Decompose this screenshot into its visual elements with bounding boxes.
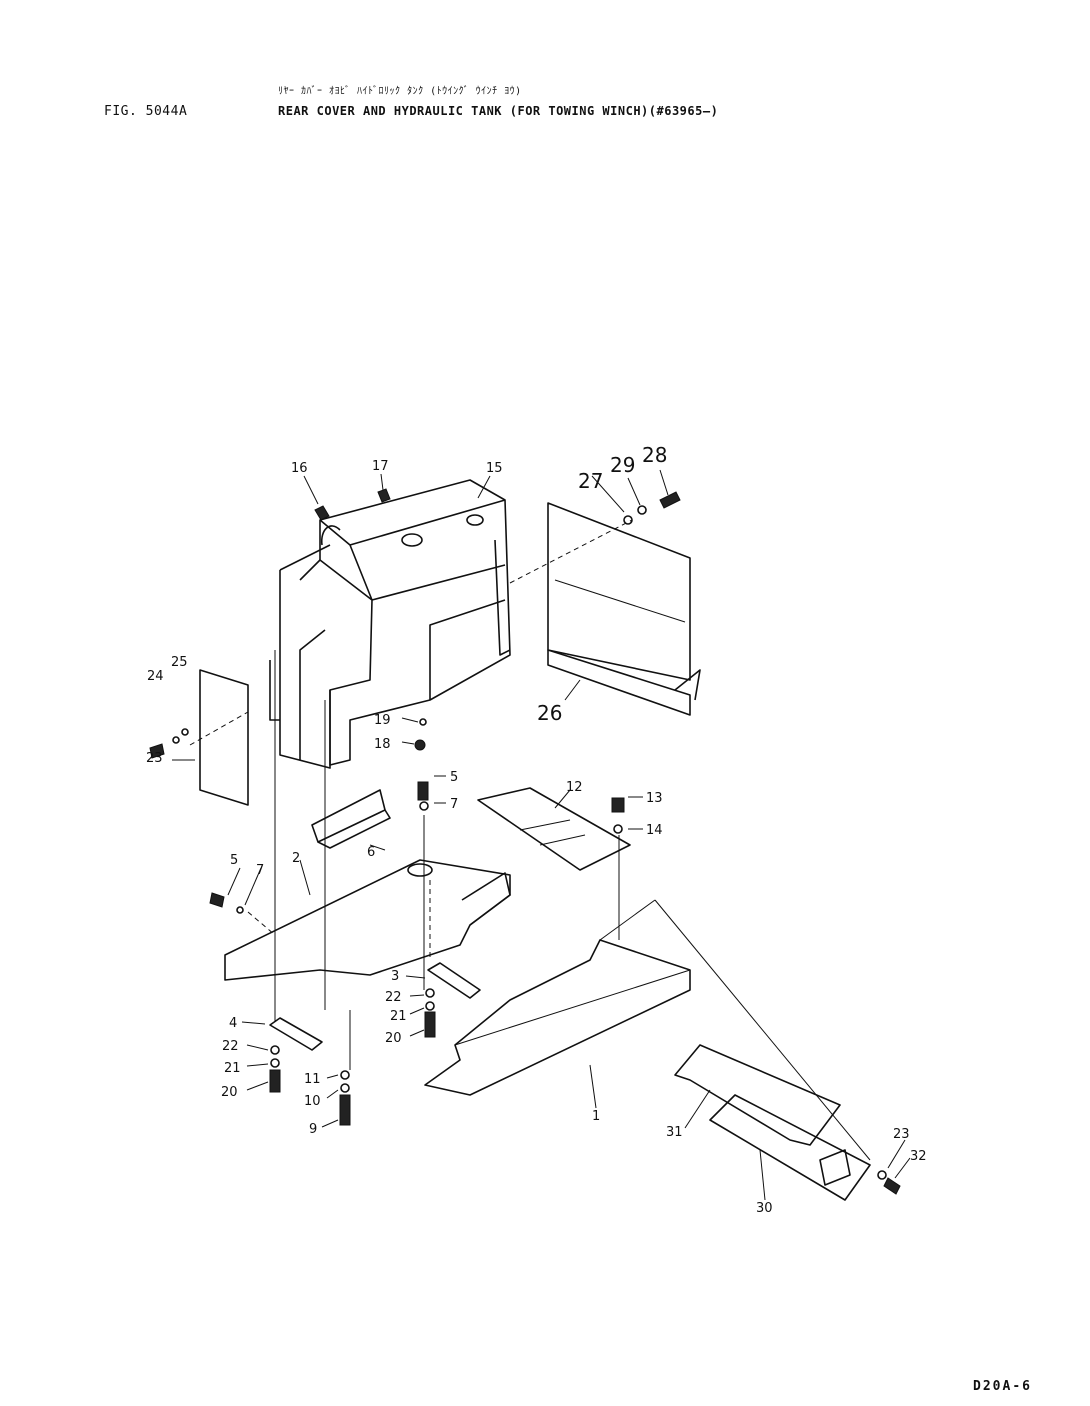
callout-labels: 16 17 15 27 29 28 24 25 23 26 19 18 5 7 … [146,443,927,1216]
bracket-8 [311,789,391,849]
callout-1: 1 [592,1109,600,1124]
guard-31 [674,1044,841,1146]
callout-28: 28 [642,443,667,467]
callout-23b: 23 [893,1127,910,1142]
figure-number: FIG. 5044A [104,104,188,119]
callout-23a: 23 [146,751,163,766]
callout-26: 26 [537,701,562,725]
main-frame [224,859,511,981]
rear-cover [547,502,701,716]
title-english: REAR COVER AND HYDRAULIC TANK (FOR TOWIN… [278,104,719,118]
callout-7a: 7 [450,797,458,812]
fasteners [149,488,901,1195]
callout-27: 27 [578,469,603,493]
callout-20a: 20 [385,1031,402,1046]
callout-5b: 5 [230,853,238,868]
callout-11: 11 [304,1072,321,1087]
callout-10: 10 [304,1094,321,1109]
callout-3: 3 [391,969,399,984]
callout-30: 30 [756,1201,773,1216]
callout-9: 9 [309,1122,317,1137]
callout-15: 15 [486,461,503,476]
callout-2: 2 [292,851,300,866]
callout-31: 31 [666,1125,683,1140]
plate-12 [477,787,631,871]
lower-frame [424,939,691,1096]
callout-6: 6 [367,845,375,860]
callout-24: 24 [147,669,164,684]
callout-14: 14 [646,823,663,838]
callout-17: 17 [372,459,389,474]
callout-21a: 21 [390,1009,407,1024]
callout-12: 12 [566,780,583,795]
side-cover-left [199,669,249,806]
callout-18: 18 [374,737,391,752]
callout-32: 32 [910,1149,927,1164]
callout-25: 25 [171,655,188,670]
callout-19: 19 [374,713,391,728]
bracket-3 [427,962,481,999]
callout-5a: 5 [450,770,458,785]
bracket-4 [269,1017,323,1051]
sheet-code: D20A-6 [973,1379,1032,1394]
assembly-lines [189,519,871,1161]
callout-13: 13 [646,791,663,806]
hydraulic-tank [269,479,511,769]
callout-20b: 20 [221,1085,238,1100]
title-japanese: ﾘﾔｰ ｶﾊﾞｰ ｵﾖﾋﾞ ﾊｲﾄﾞﾛﾘｯｸ ﾀﾝｸ (ﾄｳｲﾝｸﾞ ｳｲﾝﾁ … [278,86,522,97]
callout-21b: 21 [224,1061,241,1076]
callout-4: 4 [229,1016,237,1031]
callout-16: 16 [291,461,308,476]
callout-22a: 22 [385,990,402,1005]
callout-22b: 22 [222,1039,239,1054]
callout-29: 29 [610,453,635,477]
callout-7b: 7 [256,863,264,878]
plate-30 [709,1094,871,1201]
leader-lines [172,469,911,1201]
